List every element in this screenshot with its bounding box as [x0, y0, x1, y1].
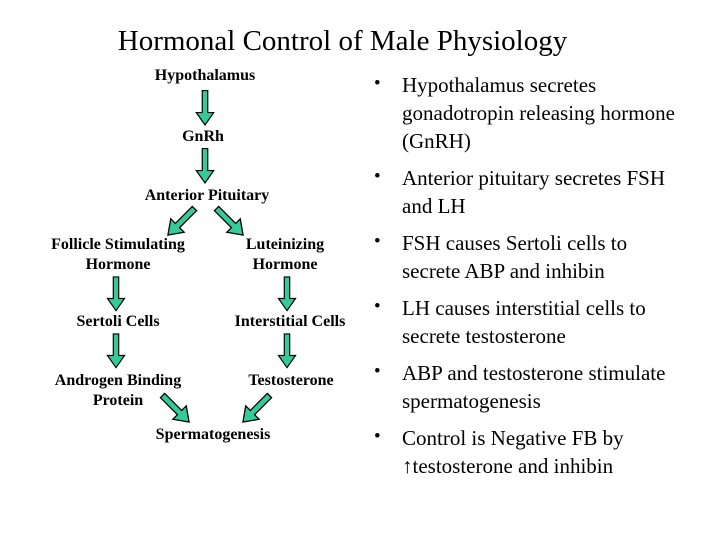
bullet-item: • ABP and testosterone stimulate spermat…: [374, 359, 676, 415]
down-arrow-icon: [194, 147, 216, 185]
node-testosterone: Testosterone: [248, 372, 334, 389]
bullet-marker-icon: •: [374, 296, 381, 317]
bullet-item: • Anterior pituitary secretes FSH and LH: [374, 164, 676, 220]
bullet-item: • Hypothalamus secretes gonadotropin rel…: [374, 71, 676, 155]
down-arrow-icon: [105, 333, 127, 369]
node-fsh-line2: Hormone: [85, 256, 151, 273]
bullet-text: Hypothalamus secretes gonadotropin relea…: [402, 73, 675, 153]
node-lh-line2: Hormone: [252, 256, 318, 273]
node-lh-line1: Luteinizing: [245, 236, 325, 253]
down-left-arrow-icon: [158, 199, 205, 246]
bullet-item: • Control is Negative FB by ↑testosteron…: [374, 424, 676, 480]
bullet-marker-icon: •: [374, 231, 381, 252]
bullet-list: • Hypothalamus secretes gonadotropin rel…: [374, 71, 676, 489]
bullet-marker-icon: •: [374, 166, 381, 187]
bullet-text: FSH causes Sertoli cells to secrete ABP …: [402, 231, 628, 283]
down-arrow-icon: [105, 276, 127, 312]
node-follicle-stimulating-hormone: Follicle Stimulating Hormone: [28, 235, 208, 275]
slide-title: Hormonal Control of Male Physiology: [117, 25, 568, 57]
node-sertoli-cells: Sertoli Cells: [76, 313, 160, 330]
bullet-item: • FSH causes Sertoli cells to secrete AB…: [374, 229, 676, 285]
bullet-text: Control is Negative FB by ↑testosterone …: [402, 426, 624, 478]
down-right-arrow-icon: [207, 199, 254, 246]
bullet-item: • LH causes interstitial cells to secret…: [374, 294, 676, 350]
bullet-marker-icon: •: [374, 361, 381, 382]
node-interstitial-cells: Interstitial Cells: [234, 313, 346, 330]
bullet-marker-icon: •: [374, 73, 381, 94]
down-arrow-icon: [276, 333, 298, 369]
node-abp-line2: Protein: [92, 392, 144, 409]
bullet-marker-icon: •: [374, 426, 381, 447]
down-left-arrow-icon: [233, 386, 280, 433]
node-hypothalamus: Hypothalamus: [154, 67, 256, 84]
node-fsh-line1: Follicle Stimulating: [51, 236, 185, 253]
node-luteinizing-hormone: Luteinizing Hormone: [195, 235, 375, 275]
down-right-arrow-icon: [153, 386, 200, 433]
down-arrow-icon: [276, 276, 298, 312]
bullet-text: LH causes interstitial cells to secrete …: [402, 296, 646, 348]
node-androgen-binding-protein: Androgen Binding Protein: [18, 371, 218, 411]
bullet-text: ABP and testosterone stimulate spermatog…: [402, 361, 666, 413]
bullet-text: Anterior pituitary secretes FSH and LH: [402, 166, 666, 218]
node-anterior-pituitary: Anterior Pituitary: [144, 187, 270, 204]
node-spermatogenesis: Spermatogenesis: [155, 426, 271, 443]
down-arrow-icon: [194, 89, 216, 127]
node-abp-line1: Androgen Binding: [54, 372, 182, 389]
node-gnrh: GnRh: [182, 128, 224, 145]
